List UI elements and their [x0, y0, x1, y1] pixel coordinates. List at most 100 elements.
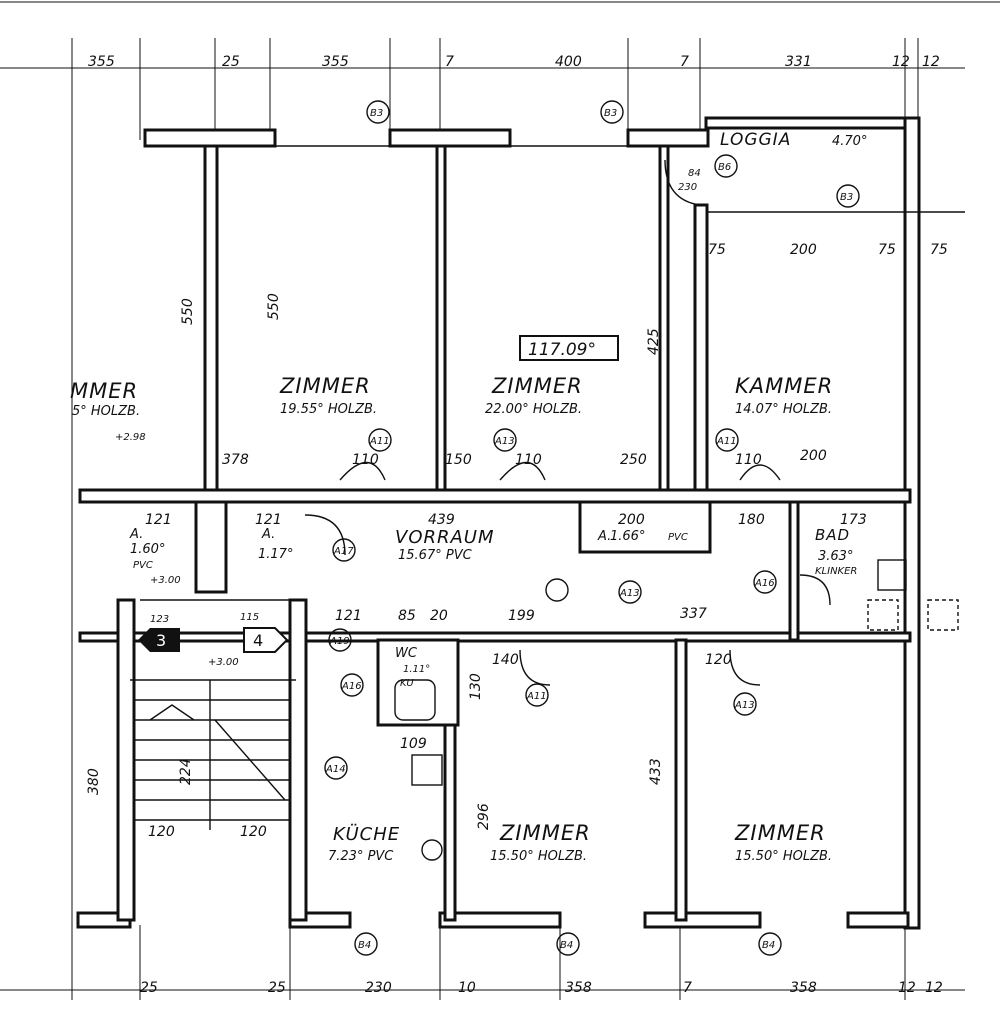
dim-vert-8: 224 — [178, 758, 194, 785]
dim-top-3: 355 — [322, 54, 349, 70]
dim-misc-9: 200 — [790, 242, 817, 258]
stair-markers: 3 4 — [138, 627, 289, 653]
room-name-loggia: LOGGIA — [720, 130, 791, 150]
dim-misc-10: 75 — [878, 242, 896, 258]
room-area-abstell-2: 1.17° — [258, 547, 293, 562]
room-area-zimmer-1: 19.55° HOLZB. — [280, 402, 377, 417]
room-area-zimmer-left: 5° HOLZB. — [72, 404, 140, 419]
tag-13: A19 — [329, 636, 350, 647]
tag-1: B3 — [370, 108, 383, 119]
top-dimensions: 355 25 355 7 400 7 331 12 12 — [88, 54, 940, 70]
tag-2: B3 — [604, 108, 617, 119]
dim-top-1: 355 — [88, 54, 115, 70]
room-name-wc: WC — [395, 646, 418, 661]
dim-vert-1: 550 — [180, 298, 196, 325]
tag-17: A13 — [734, 700, 755, 711]
dim-vert-7: 380 — [86, 768, 102, 795]
room-name-zimmer-1: ZIMMER — [279, 374, 371, 398]
tag-11: A17 — [333, 546, 354, 557]
dim-misc-19: 173 — [840, 512, 867, 528]
level-markers: +2.98 +3.00 +3.00 — [115, 432, 239, 668]
room-name-abstell-3: A. — [597, 529, 611, 544]
tag-6: B4 — [560, 940, 573, 951]
room-name-zimmer-left: MMER — [70, 379, 138, 403]
room-name-vorraum: VORRAUM — [395, 527, 495, 548]
room-name-kammer: KAMMER — [735, 374, 833, 398]
room-area-bad: 3.63° — [818, 549, 853, 564]
dim-top-7: 331 — [785, 54, 812, 70]
room-area-zimmer-4: 15.50° HOLZB. — [735, 849, 832, 864]
room-area-abstell-1: 1.60° — [130, 542, 165, 557]
dim-bottom-1: 25 — [140, 980, 158, 996]
tag-7: B4 — [762, 940, 775, 951]
tag-8: A11 — [369, 436, 390, 447]
tag-18: A16 — [754, 578, 775, 589]
dim-top-9: 12 — [922, 54, 940, 70]
tag-5: B4 — [358, 940, 371, 951]
dim-misc-14: 439 — [428, 512, 455, 528]
total-area-box: 117.09° — [519, 335, 619, 361]
dim-misc-23: 337 — [680, 606, 707, 622]
fixtures — [394, 559, 959, 861]
dim-misc-11: 75 — [930, 242, 948, 258]
dim-bottom-6: 7 — [683, 980, 692, 996]
dim-misc-31: 120 — [240, 824, 267, 840]
room-name-abstell-2: A. — [261, 527, 275, 542]
level-3: +3.00 — [208, 657, 239, 668]
dim-misc-29: 115 — [240, 612, 259, 623]
tag-12: A13 — [619, 588, 640, 599]
dim-misc-1: 378 — [222, 452, 249, 468]
dim-vert-4: 433 — [648, 758, 664, 785]
tag-circle — [366, 100, 390, 124]
dim-misc-15: 121 — [145, 512, 172, 528]
misc-dimensions: 378 110 150 110 250 110 200 75 200 75 75… — [145, 168, 948, 840]
room-name-zimmer-3: ZIMMER — [499, 821, 591, 845]
dim-misc-20: 85 — [398, 608, 416, 624]
detail-tags: B3 B3 B3 B6 B4 B4 B4 A11 A13 A11 A17 A13… — [324, 100, 860, 956]
dim-misc-6: 110 — [735, 452, 762, 468]
dim-misc-13: 84 — [688, 168, 701, 179]
dim-misc-24: 140 — [492, 652, 519, 668]
dim-top-5: 400 — [555, 54, 582, 70]
tag-15: A14 — [325, 764, 346, 775]
dim-top-6: 7 — [680, 54, 689, 70]
floor-abstell-1: PVC — [133, 560, 153, 571]
tag-14: A16 — [341, 681, 362, 692]
room-area-zimmer-2: 22.00° HOLZB. — [485, 402, 582, 417]
dim-top-8: 12 — [892, 54, 910, 70]
dim-bottom-5: 358 — [565, 980, 592, 996]
dim-misc-30: 120 — [148, 824, 175, 840]
dim-misc-28: 123 — [150, 614, 169, 625]
level-1: +2.98 — [115, 432, 146, 443]
room-area-kammer: 14.07° HOLZB. — [735, 402, 832, 417]
door-swings — [304, 159, 781, 686]
room-area-vorraum: 15.67° PVC — [398, 548, 473, 563]
dim-misc-27: 109 — [400, 736, 427, 752]
dim-bottom-7: 358 — [790, 980, 817, 996]
room-name-zimmer-2: ZIMMER — [491, 374, 583, 398]
room-area-kueche: 7.23° PVC — [328, 849, 394, 864]
dim-misc-22: 199 — [508, 608, 535, 624]
room-name-abstell-1: A. — [129, 527, 143, 542]
room-labels: MMER 5° HOLZB. ZIMMER 19.55° HOLZB. ZIMM… — [70, 130, 867, 864]
vertical-dimensions: 550 550 425 433 296 130 380 224 — [86, 293, 664, 830]
tag-10: A11 — [716, 436, 737, 447]
dim-misc-4: 110 — [515, 452, 542, 468]
dim-misc-7: 200 — [800, 448, 827, 464]
dim-vert-5: 296 — [476, 803, 492, 830]
dim-misc-18: 180 — [738, 512, 765, 528]
dim-misc-26: 121 — [335, 608, 362, 624]
interior-walls — [78, 144, 912, 922]
staircase — [134, 680, 290, 830]
dim-bottom-8: 12 — [898, 980, 916, 996]
tag-4: B6 — [718, 162, 731, 173]
dim-top-2: 25 — [222, 54, 240, 70]
tag-3: B3 — [840, 192, 853, 203]
dim-vert-6: 130 — [468, 673, 484, 700]
floor-bad: KLINKER — [815, 566, 857, 577]
dim-misc-25: 120 — [705, 652, 732, 668]
level-2: +3.00 — [150, 575, 181, 586]
stair-number-4: 4 — [253, 631, 263, 650]
room-area-abstell-3: 1.66° — [610, 529, 645, 544]
